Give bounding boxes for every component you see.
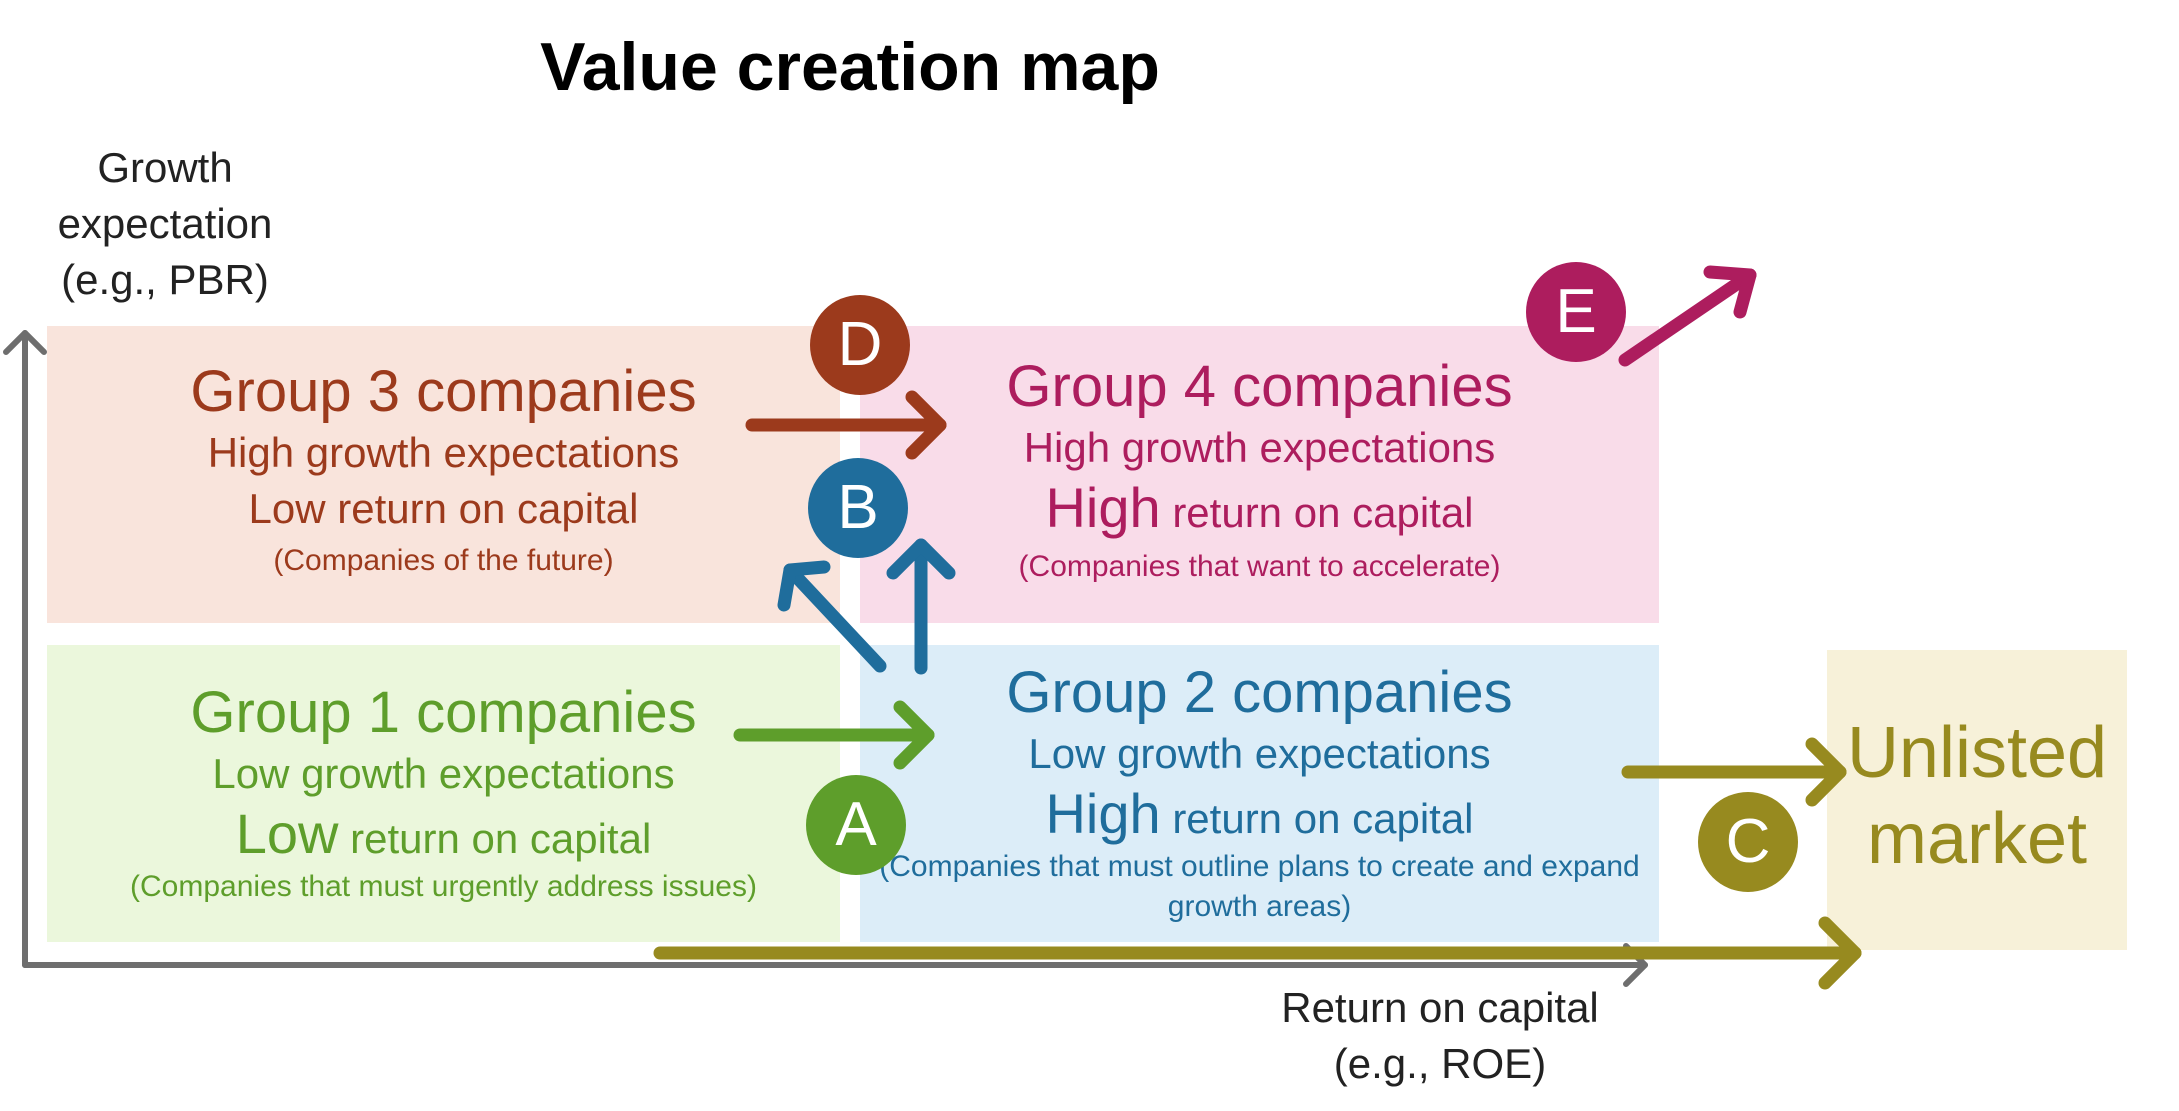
y-axis-label-line-2: expectation (57, 200, 273, 247)
marker-d: D (810, 295, 910, 395)
group4-title: Group 4 companies (1006, 354, 1513, 419)
group4-line2-emphasis: High (1045, 476, 1161, 539)
unlisted-market-line-1: Unlisted (1846, 713, 2108, 793)
y-axis-label-line-1: Growth (97, 144, 233, 191)
group1-title: Group 1 companies (190, 680, 697, 745)
group2-note-line1: (Companies that must outline plans to cr… (879, 850, 1640, 883)
group4-line2: High return on capital (860, 476, 1659, 545)
arrow-d (745, 390, 947, 460)
marker-a: A (806, 775, 906, 875)
y-axis-label: Growth expectation (e.g., PBR) (20, 140, 310, 308)
unlisted-market-label: Unlisted market (1827, 710, 2127, 882)
x-axis-label-line-2: (e.g., ROE) (1333, 1040, 1547, 1087)
group4-text: Group 4 companies High growth expectatio… (860, 352, 1659, 587)
group1-text: Group 1 companies Low growth expectation… (47, 678, 840, 907)
marker-e: E (1526, 262, 1626, 362)
marker-c: C (1698, 792, 1798, 892)
group4-note: (Companies that want to accelerate) (1018, 550, 1501, 583)
group1-line2-emphasis: Low (235, 802, 339, 865)
y-axis-arrowhead (3, 330, 47, 355)
arrow-e (1618, 265, 1757, 367)
x-axis-label-line-1: Return on capital (1281, 984, 1599, 1031)
unlisted-market-box (1827, 650, 2127, 950)
arrow-to-unlisted-bottom (653, 916, 1862, 990)
x-axis-label: Return on capital (e.g., ROE) (1240, 980, 1640, 1092)
group1-line1: Low growth expectations (212, 750, 675, 797)
group1-line2-rest: return on capital (338, 815, 652, 862)
group1-line2: Low return on capital (47, 802, 840, 871)
group4-line2-rest: return on capital (1160, 489, 1474, 536)
group2-line2: High return on capital (860, 782, 1659, 851)
group2-note-line2: growth areas) (1167, 890, 1352, 923)
group3-line1: High growth expectations (207, 429, 680, 476)
marker-b: B (808, 458, 908, 558)
group2-line2-emphasis: High (1045, 782, 1161, 845)
axes (3, 330, 1648, 987)
group3-box (47, 326, 840, 623)
group4-line1: High growth expectations (1023, 424, 1496, 471)
group3-note: (Companies of the future) (273, 544, 614, 577)
group2-text: Group 2 companies Low growth expectation… (860, 658, 1659, 927)
group2-box (860, 645, 1659, 942)
arrow-a (733, 700, 935, 770)
arrow-b (777, 538, 956, 675)
arrow-c (1621, 737, 1847, 807)
group2-line2-rest: return on capital (1160, 795, 1474, 842)
group3-text: Group 3 companies High growth expectatio… (47, 357, 840, 581)
group1-box (47, 645, 840, 942)
group3-line2: Low return on capital (248, 485, 639, 532)
unlisted-market-line-2: market (1866, 799, 2088, 879)
y-axis-label-line-3: (e.g., PBR) (61, 256, 269, 303)
group2-title: Group 2 companies (1006, 660, 1513, 725)
group2-line1: Low growth expectations (1028, 730, 1491, 777)
group1-note: (Companies that must urgently address is… (130, 870, 757, 903)
group4-box (860, 326, 1659, 623)
page-title: Value creation map (540, 29, 1160, 105)
group3-title: Group 3 companies (190, 359, 697, 424)
